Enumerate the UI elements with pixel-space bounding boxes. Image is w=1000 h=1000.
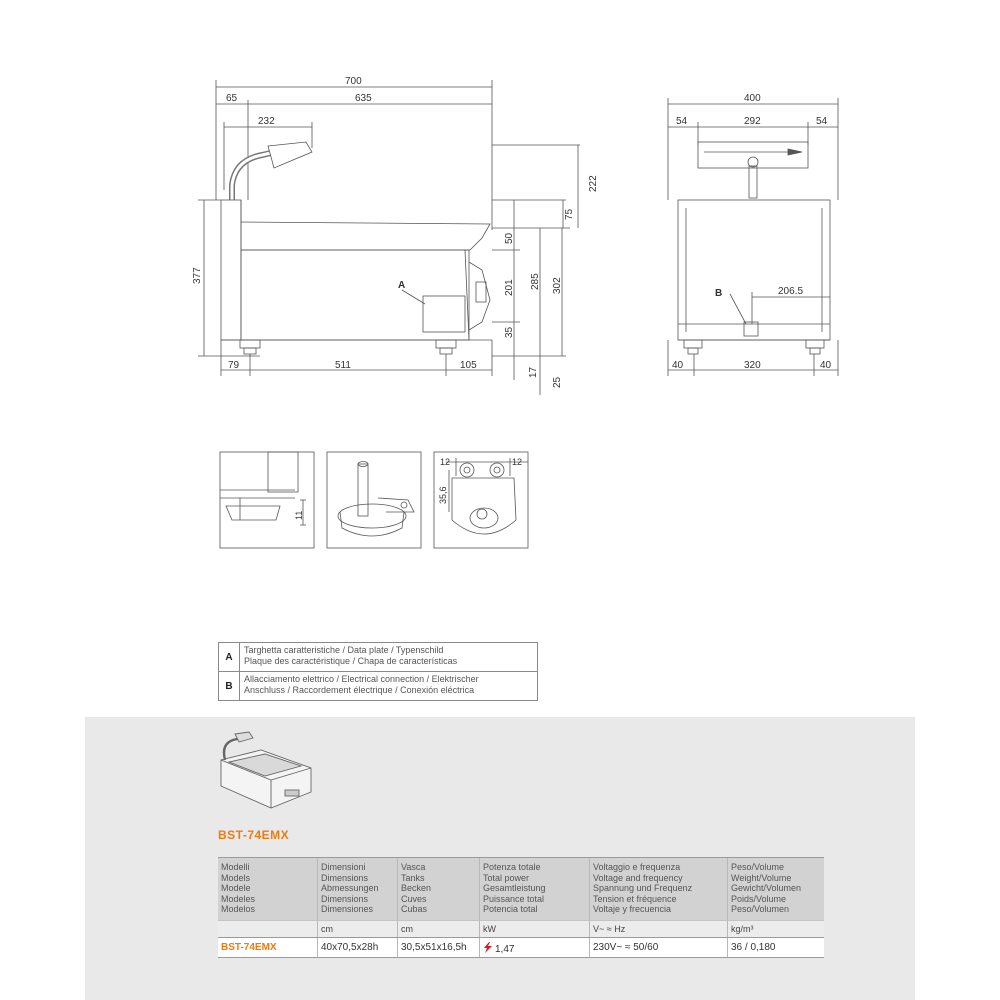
dim-side-foot-span: 511: [335, 360, 351, 371]
unit-dimensions: cm: [318, 921, 398, 937]
dim-side-base-height: 35: [504, 326, 515, 338]
lightning-icon: [484, 942, 492, 953]
dim-front-total-width: 400: [744, 93, 761, 104]
value-power-cell: 1,47: [480, 938, 590, 957]
spec-units-row: cm cm kW V~ ≈ Hz kg/m³: [218, 920, 824, 937]
dim-side-top-thickness: 75: [564, 208, 575, 220]
legend-text: Targhetta caratteristiche / Data plate /…: [244, 645, 458, 666]
dim-front-foot-left: 40: [672, 360, 684, 371]
legend-text: Allacciamento elettrico / Electrical con…: [244, 674, 479, 695]
dim-front-conn-offset: 206.5: [778, 286, 803, 297]
value-voltage: 230V~ ≈ 50/60: [590, 938, 728, 957]
label-b: B: [715, 288, 722, 299]
dim-side-foot-left: 79: [228, 360, 240, 371]
unit-weight: kg/m³: [731, 924, 754, 934]
legend-key: A: [219, 643, 240, 671]
dim-detail-hole-right: 12: [512, 457, 522, 467]
legend-key: B: [219, 672, 240, 700]
value-power: 1,47: [495, 944, 515, 955]
dim-side-foot-height-a: 17: [528, 366, 539, 378]
dim-side-foot-height-b: 25: [552, 376, 563, 388]
label-a: A: [398, 280, 405, 291]
legend-row-b: B Allacciamento elettrico / Electrical c…: [219, 672, 537, 700]
value-tank: 30,5x51x16,5h: [398, 938, 480, 957]
dim-side-main-width: 635: [355, 93, 372, 104]
dim-side-lamp-height: 222: [588, 175, 599, 192]
dim-side-lamp-width: 232: [258, 116, 275, 127]
value-dimensions: 40x70,5x28h: [318, 938, 398, 957]
dim-side-body-height-c: 302: [552, 277, 563, 294]
dim-side-total-width: 700: [345, 76, 362, 87]
value-weight: 36 / 0,180: [731, 942, 776, 953]
product-illustration: [220, 731, 312, 809]
unit-power: kW: [480, 921, 590, 937]
legend-table: A Targhetta caratteristiche / Data plate…: [218, 642, 538, 701]
dim-side-offset-left: 65: [226, 93, 238, 104]
dim-side-foot-right: 105: [460, 360, 477, 371]
dim-side-plate-thickness: 50: [504, 232, 515, 244]
dim-side-total-height: 377: [192, 267, 203, 284]
dim-detail-foot-height: 11: [294, 511, 304, 520]
unit-models: [218, 921, 318, 937]
dim-front-foot-span: 320: [744, 360, 761, 371]
unit-voltage: V~ ≈ Hz: [590, 921, 728, 937]
product-model-title: BST-74EMX: [218, 828, 290, 842]
spec-value-row: BST-74EMX 40x70,5x28h 30,5x51x16,5h 1,47…: [218, 937, 824, 958]
dim-detail-hole-left: 12: [440, 457, 450, 467]
dim-front-side-right: 54: [816, 116, 828, 127]
unit-tanks: cm: [398, 921, 480, 937]
dim-front-lamp-width: 292: [744, 116, 761, 127]
value-model: BST-74EMX: [218, 938, 318, 957]
dim-front-foot-right: 40: [820, 360, 832, 371]
dim-side-body-height-b: 285: [530, 273, 541, 290]
technical-drawing: 700 65 635 232 222 75 50 201 285 302 35 …: [192, 76, 839, 549]
dim-front-side-left: 54: [676, 116, 688, 127]
dim-side-body-height-a: 201: [504, 279, 515, 296]
dim-detail-hole-height: 35,6: [438, 486, 448, 504]
legend-row-a: A Targhetta caratteristiche / Data plate…: [219, 643, 537, 672]
